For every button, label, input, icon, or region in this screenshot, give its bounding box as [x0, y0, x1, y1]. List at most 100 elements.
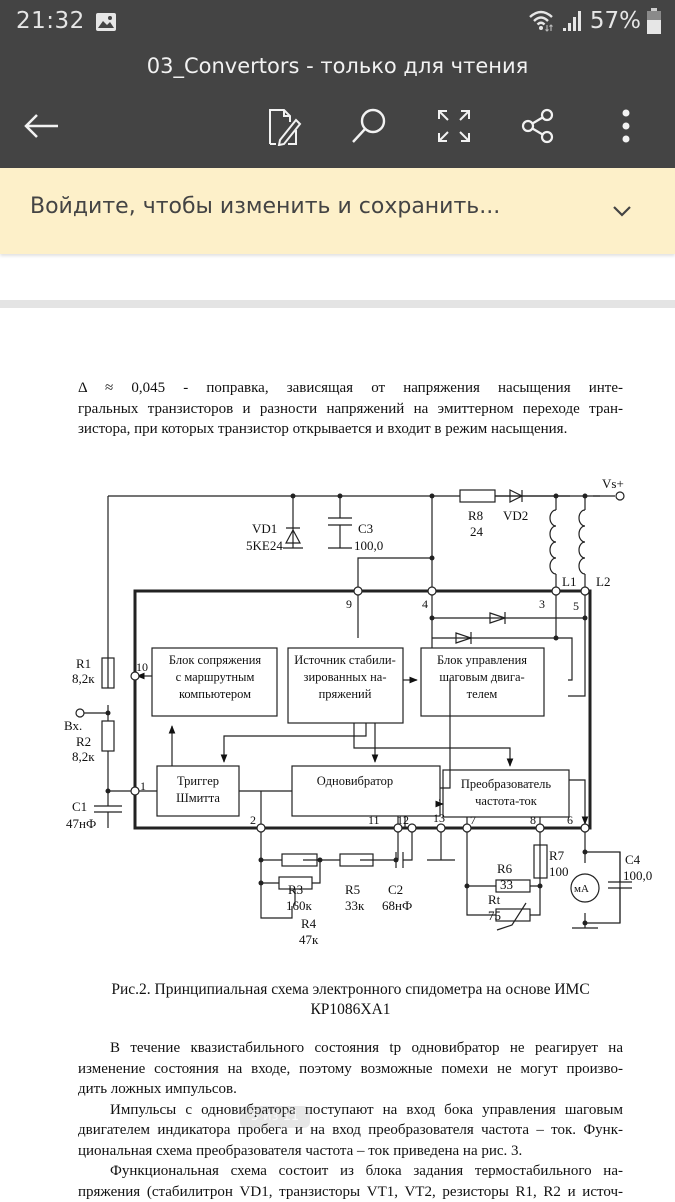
- battery-percent: 57%: [590, 8, 641, 34]
- c1-value: 47нФ: [66, 816, 96, 831]
- block-regulator-line: пряжений: [319, 687, 372, 701]
- c2-value: 68нФ: [382, 898, 412, 913]
- r2-label: R2: [76, 734, 91, 749]
- wifi-icon: [528, 9, 556, 33]
- pin-label: 13: [433, 811, 445, 825]
- r4-value: 47к: [299, 932, 319, 947]
- rt-value: 75: [488, 908, 501, 923]
- text-line: В течение квазистабильного состояния tр …: [78, 1038, 623, 1059]
- pin-label: 8: [530, 813, 536, 827]
- caption-line: Рис.2. Принципиальная схема электронного…: [78, 980, 623, 1000]
- document-title: 03_Convertors - только для чтения: [0, 54, 675, 78]
- r4-label: R4: [301, 916, 317, 931]
- document-page[interactable]: Δ ≈ 0,045 - поправка, зависящая от напря…: [0, 308, 675, 1200]
- share-icon: [520, 108, 556, 144]
- block-converter-line: Преобразователь: [461, 777, 552, 791]
- pin-label: 1: [140, 779, 146, 793]
- vd1-value: 5KE24: [246, 538, 283, 553]
- r7-label: R7: [549, 848, 565, 863]
- block-regulator-line: зированных на-: [304, 670, 387, 684]
- sign-in-banner[interactable]: Войдите, чтобы изменить и сохранить...: [0, 168, 675, 254]
- block-stepper-line: шаговым двига-: [439, 670, 524, 684]
- pin-label: 5: [573, 599, 579, 613]
- back-arrow-icon: [22, 111, 62, 141]
- text-line: дить ложных импульсов.: [78, 1079, 623, 1100]
- image-notification-icon: [96, 13, 116, 31]
- l2-label: L2: [596, 574, 610, 589]
- sign-in-message[interactable]: Войдите, чтобы изменить и сохранить...: [30, 194, 500, 219]
- pin-label: 3: [539, 597, 545, 611]
- chevron-down-icon[interactable]: [609, 198, 635, 224]
- vd1-label: VD1: [252, 521, 277, 536]
- vd2-label: VD2: [503, 508, 528, 523]
- meter-label: мА: [574, 883, 589, 895]
- share-button[interactable]: [516, 104, 560, 148]
- block-interface-line: компьютером: [179, 687, 251, 701]
- more-options-button[interactable]: [604, 104, 648, 148]
- body-paragraph: В течение квазистабильного состояния tр …: [78, 1038, 623, 1202]
- block-interface-line: Блок сопряжения: [169, 653, 262, 667]
- r3-value: 160к: [286, 898, 313, 913]
- block-regulator-line: Источник стабили-: [294, 653, 396, 667]
- page-separator: [0, 300, 675, 308]
- c1-label: C1: [72, 799, 87, 814]
- status-bar: 21:32 57%: [0, 0, 675, 46]
- pin-label: 6: [567, 813, 573, 827]
- app-bar: 03_Convertors - только для чтения: [0, 46, 675, 168]
- circuit-schematic: Vs+ VD1 5KE24 C3 100,0 R8 24 VD2 L1 L2 R…: [60, 468, 660, 958]
- figure-caption: Рис.2. Принципиальная схема электронного…: [78, 980, 623, 1020]
- text-line: пряжения (стабилитрон VD1, транзисторы V…: [78, 1182, 623, 1202]
- search-icon: [349, 106, 389, 146]
- intro-paragraph: Δ ≈ 0,045 - поправка, зависящая от напря…: [78, 378, 623, 440]
- text-line: гральных транзисторов и разности напряже…: [78, 399, 623, 420]
- caption-line: КР1086ХА1: [78, 1000, 623, 1020]
- rt-label: Rt: [488, 892, 501, 907]
- more-options-icon: [621, 108, 631, 144]
- r5-label: R5: [345, 882, 360, 897]
- edit-document-icon: [266, 106, 302, 146]
- signal-icon: [562, 10, 584, 32]
- r2-value: 8,2к: [72, 749, 95, 764]
- text-line: изменение состояния на входе, поэтому во…: [78, 1059, 623, 1080]
- block-converter-line: частота-ток: [475, 794, 538, 808]
- block-oneshot-line: Одновибратор: [317, 774, 393, 788]
- pin-label: 4: [422, 597, 428, 611]
- l1-label: L1: [562, 574, 576, 589]
- edit-button[interactable]: [262, 104, 306, 148]
- text-line: циональная схема преобразователя частота…: [78, 1141, 623, 1162]
- r1-value: 8,2к: [72, 671, 95, 686]
- back-button[interactable]: [20, 104, 64, 148]
- c3-label: C3: [358, 521, 373, 536]
- c2-label: C2: [388, 882, 403, 897]
- pin-label: 12: [397, 813, 409, 827]
- c4-label: C4: [625, 852, 641, 867]
- block-schmitt-line: Триггер: [177, 774, 219, 788]
- battery-icon: [647, 8, 661, 34]
- r6-label: R6: [497, 861, 513, 876]
- text-line: зистора, при которых транзистор открывае…: [78, 419, 623, 440]
- fullscreen-button[interactable]: [432, 104, 476, 148]
- pin-label: 10: [136, 660, 148, 674]
- r5-value: 33к: [345, 898, 365, 913]
- block-stepper-line: телем: [467, 687, 498, 701]
- search-button[interactable]: [347, 104, 391, 148]
- r3-label: R3: [288, 882, 303, 897]
- input-label: Вх.: [64, 718, 82, 733]
- block-schmitt-line: Шмитта: [176, 791, 220, 805]
- c4-value: 100,0: [623, 868, 652, 883]
- fullscreen-icon: [436, 108, 472, 144]
- pin-label: 11: [368, 813, 380, 827]
- pin-label: 7: [470, 813, 476, 827]
- r8-label: R8: [468, 508, 483, 523]
- text-line: двигателем индикатора пробега и на вход …: [78, 1120, 623, 1141]
- text-line: Функциональная схема состоит из блока за…: [78, 1161, 623, 1182]
- c3-value: 100,0: [354, 538, 383, 553]
- r8-value: 24: [470, 524, 484, 539]
- r1-label: R1: [76, 656, 91, 671]
- r7-value: 100: [549, 864, 569, 879]
- pin-label: 9: [346, 597, 352, 611]
- pin-label: 2: [250, 813, 256, 827]
- text-line: Δ ≈ 0,045 - поправка, зависящая от напря…: [78, 378, 623, 399]
- r6-value: 33: [500, 877, 513, 892]
- text-line: Импульсы с одновибратора поступают на вх…: [78, 1100, 623, 1121]
